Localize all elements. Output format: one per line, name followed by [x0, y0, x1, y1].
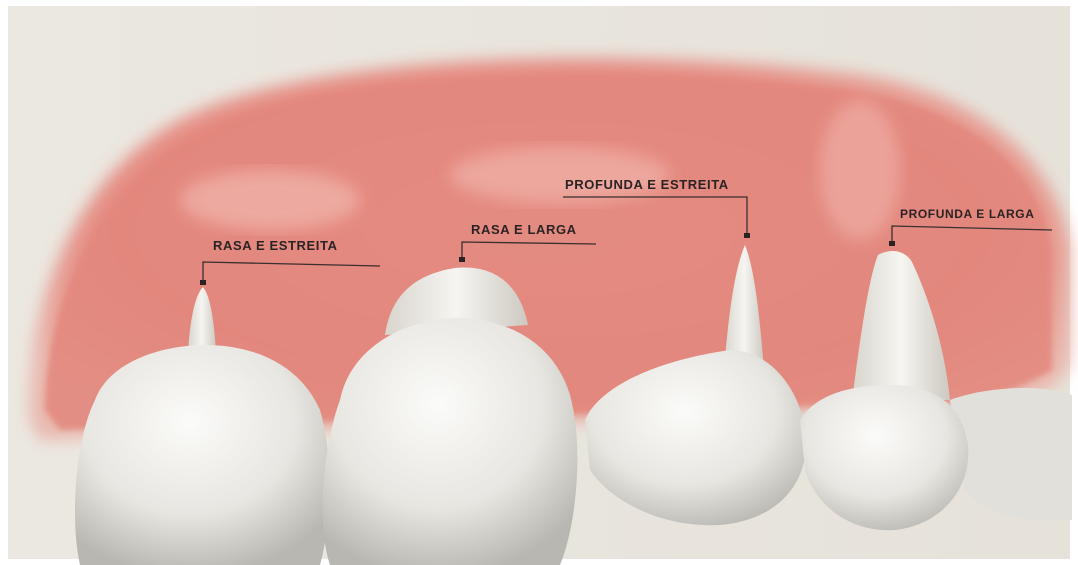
gum-highlight [820, 100, 900, 240]
label-deep-narrow: PROFUNDA E ESTREITA [565, 177, 729, 192]
gum-highlight [450, 147, 670, 203]
label-shallow-narrow: RASA E ESTREITA [213, 238, 338, 253]
tooth-crown-1 [75, 345, 329, 565]
label-shallow-wide: RASA E LARGA [471, 222, 577, 237]
label-deep-wide: PROFUNDA E LARGA [900, 207, 1035, 221]
gum-highlight [180, 170, 360, 230]
